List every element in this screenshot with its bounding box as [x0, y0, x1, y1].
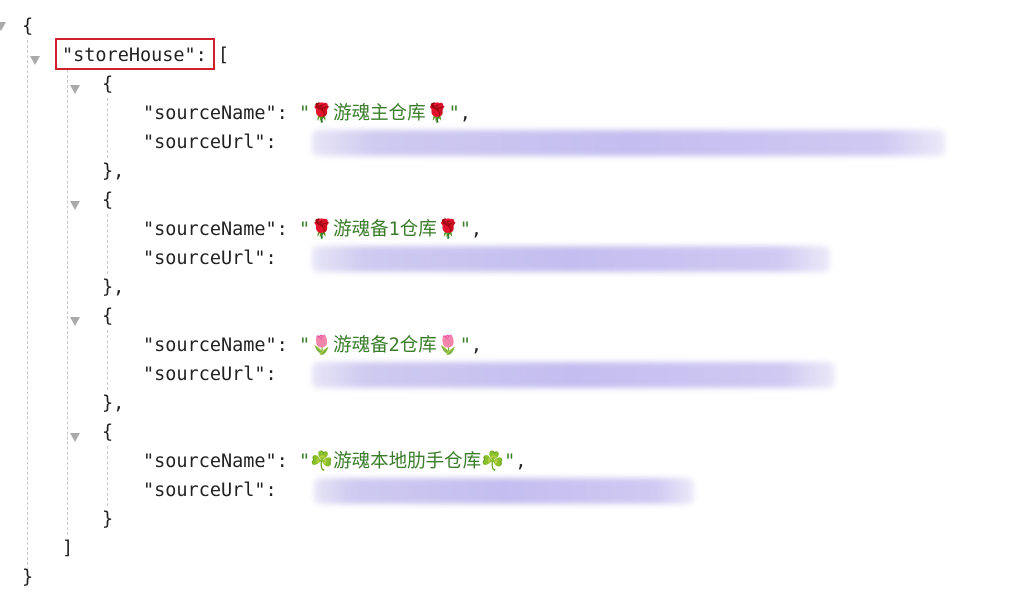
source-url-line: "sourceUrl":	[143, 476, 288, 505]
collapse-toggle-item[interactable]	[70, 433, 80, 442]
source-url-key: "sourceUrl"	[143, 132, 266, 153]
array-close: ]	[62, 538, 74, 559]
collapse-toggle-item[interactable]	[70, 85, 80, 94]
source-name-line: "sourceName": "🌹游魂备1仓库🌹",	[143, 215, 482, 244]
indent-guide	[67, 70, 68, 535]
storehouse-key: "storeHouse"	[62, 45, 196, 66]
root-open-brace: {	[22, 16, 34, 37]
colon: :	[265, 132, 288, 153]
storehouse-line: "storeHouse": [	[62, 41, 229, 70]
source-url-key: "sourceUrl"	[143, 248, 266, 269]
indent-guide	[107, 98, 108, 158]
source-name-line: "sourceName": "🌷游魂备2仓库🌷",	[143, 331, 482, 360]
indent-guide	[27, 40, 28, 570]
object-open: {	[102, 74, 114, 95]
source-name-value: "🌹游魂备1仓库🌹"	[298, 219, 471, 240]
colon: :	[276, 335, 299, 356]
collapse-toggle-item[interactable]	[70, 201, 80, 210]
source-name-value: "☘️游魂本地肋手仓库☘️"	[298, 451, 516, 472]
object-close: },	[102, 277, 125, 298]
indent-guide	[107, 214, 108, 274]
object-close: },	[102, 161, 125, 182]
source-name-key: "sourceName"	[143, 219, 277, 240]
source-url-key: "sourceUrl"	[143, 364, 266, 385]
source-name-key: "sourceName"	[143, 451, 277, 472]
object-open: {	[102, 422, 114, 443]
source-url-line: "sourceUrl":	[143, 244, 288, 273]
source-name-line: "sourceName": "☘️游魂本地肋手仓库☘️",	[143, 447, 526, 476]
source-url-value-blurred	[312, 362, 835, 388]
collapse-toggle-item[interactable]	[70, 317, 80, 326]
array-open: : [	[195, 45, 230, 66]
comma: ,	[470, 219, 483, 240]
indent-guide	[107, 446, 108, 506]
comma: ,	[470, 335, 483, 356]
source-name-key: "sourceName"	[143, 103, 277, 124]
colon: :	[276, 451, 299, 472]
object-open: {	[102, 306, 114, 327]
collapse-toggle-storehouse[interactable]	[30, 56, 40, 65]
collapse-toggle-root[interactable]	[0, 22, 6, 31]
object-close: },	[102, 393, 125, 414]
colon: :	[265, 364, 288, 385]
colon: :	[276, 103, 299, 124]
source-url-line: "sourceUrl":	[143, 360, 288, 389]
source-url-value-blurred	[312, 246, 830, 272]
source-url-value-blurred	[314, 478, 694, 504]
object-open: {	[102, 190, 114, 211]
source-name-value: "🌷游魂备2仓库🌷"	[298, 335, 471, 356]
colon: :	[265, 480, 288, 501]
object-close: }	[102, 509, 114, 530]
source-name-key: "sourceName"	[143, 335, 277, 356]
source-url-value-blurred	[312, 130, 945, 156]
highlight-box	[55, 38, 215, 70]
source-name-value: "🌹游魂主仓库🌹"	[298, 103, 460, 124]
comma: ,	[459, 103, 471, 124]
root-close-brace: }	[22, 567, 34, 588]
source-name-line: "sourceName": "🌹游魂主仓库🌹",	[143, 99, 471, 128]
source-url-key: "sourceUrl"	[143, 480, 266, 501]
indent-guide	[107, 330, 108, 390]
colon: :	[276, 219, 299, 240]
colon: :	[265, 248, 288, 269]
comma: ,	[515, 451, 527, 472]
source-url-line: "sourceUrl":	[143, 128, 288, 157]
